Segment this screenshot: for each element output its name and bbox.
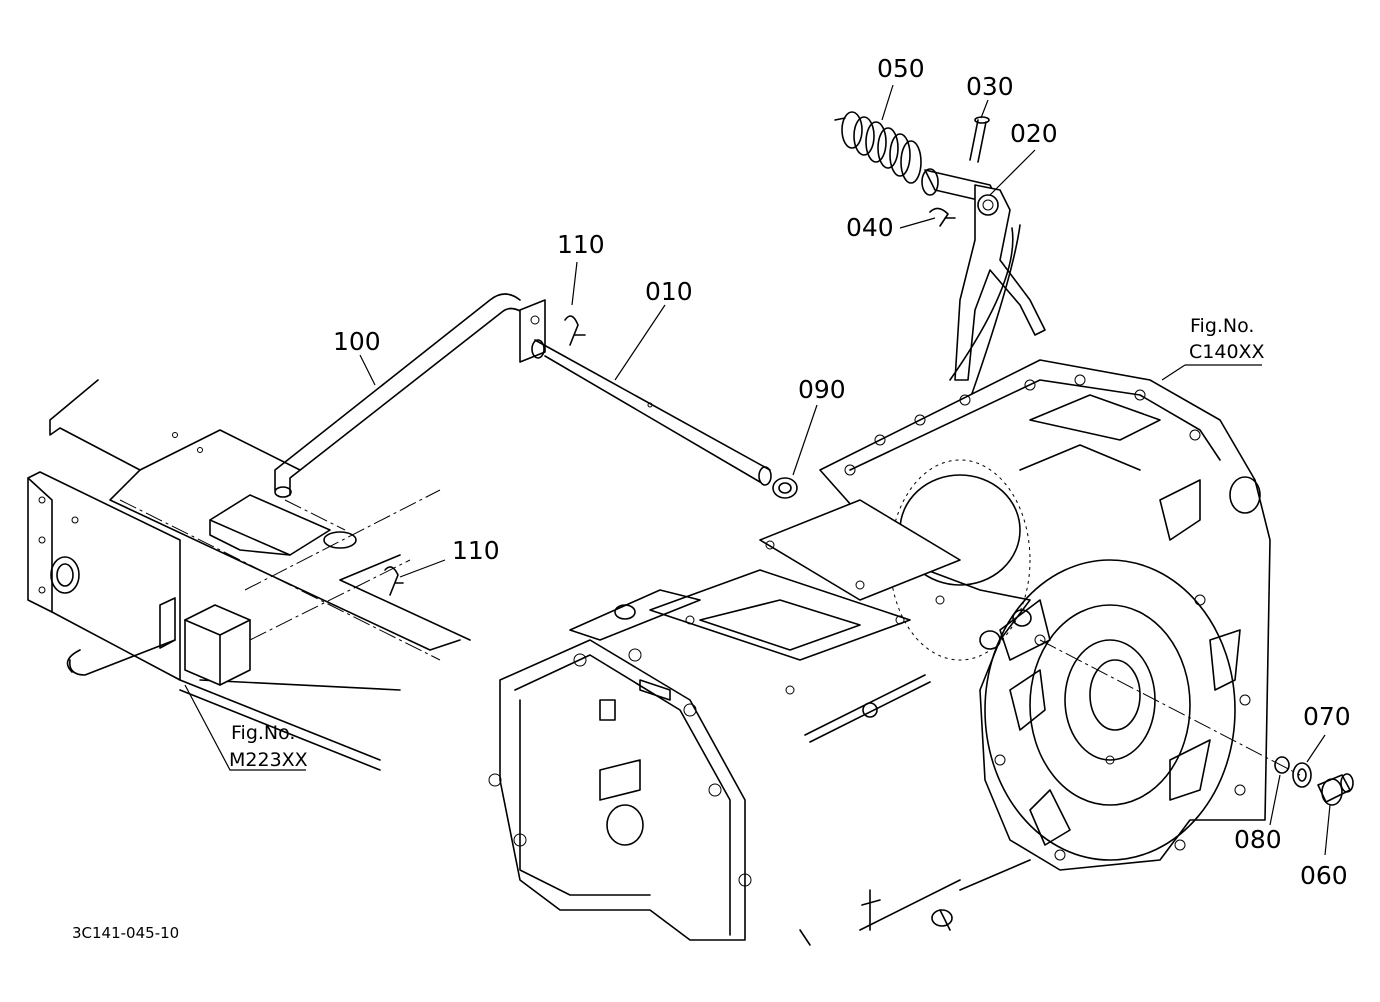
frame-plate-assembly <box>27 379 471 771</box>
figure-reference-c140xx: Fig.No. C140XX <box>1189 315 1265 363</box>
label-010: 010 <box>645 277 693 306</box>
part-030-pin <box>969 116 990 163</box>
part-010-shaft <box>519 299 772 486</box>
leader-lines <box>184 84 1331 856</box>
label-100: 100 <box>333 327 381 356</box>
label-060: 060 <box>1300 861 1348 890</box>
label-050: 050 <box>877 54 925 83</box>
fig-caption: Fig.No. <box>231 722 295 744</box>
part-080-o-ring <box>1274 756 1290 774</box>
part-050-spring <box>834 111 922 184</box>
part-070-washer <box>1292 762 1312 788</box>
label-090: 090 <box>798 375 846 404</box>
drawing-code: 3C141-045-10 <box>72 924 179 942</box>
label-030: 030 <box>966 72 1014 101</box>
transmission-housing <box>488 359 1301 946</box>
part-100-link-rod <box>274 293 523 498</box>
part-labels: 050 030 020 040 110 010 100 090 110 070 … <box>333 54 1351 890</box>
label-040: 040 <box>846 213 894 242</box>
part-060-plug <box>1317 773 1354 806</box>
label-020: 020 <box>1010 119 1058 148</box>
part-090-ring <box>772 477 798 499</box>
part-110-pin-lower <box>384 566 404 596</box>
label-080: 080 <box>1234 825 1282 854</box>
part-040-clip <box>929 207 956 227</box>
label-070: 070 <box>1303 702 1351 731</box>
fig-code: M223XX <box>229 749 308 771</box>
fig-caption: Fig.No. <box>1190 315 1254 337</box>
figure-reference-m223xx: Fig.No. M223XX <box>229 722 308 771</box>
label-110-upper: 110 <box>557 230 605 259</box>
part-110-pin-upper <box>564 315 586 346</box>
part-020-shift-fork <box>919 168 1046 536</box>
fig-code: C140XX <box>1189 341 1265 363</box>
label-110-lower: 110 <box>452 536 500 565</box>
